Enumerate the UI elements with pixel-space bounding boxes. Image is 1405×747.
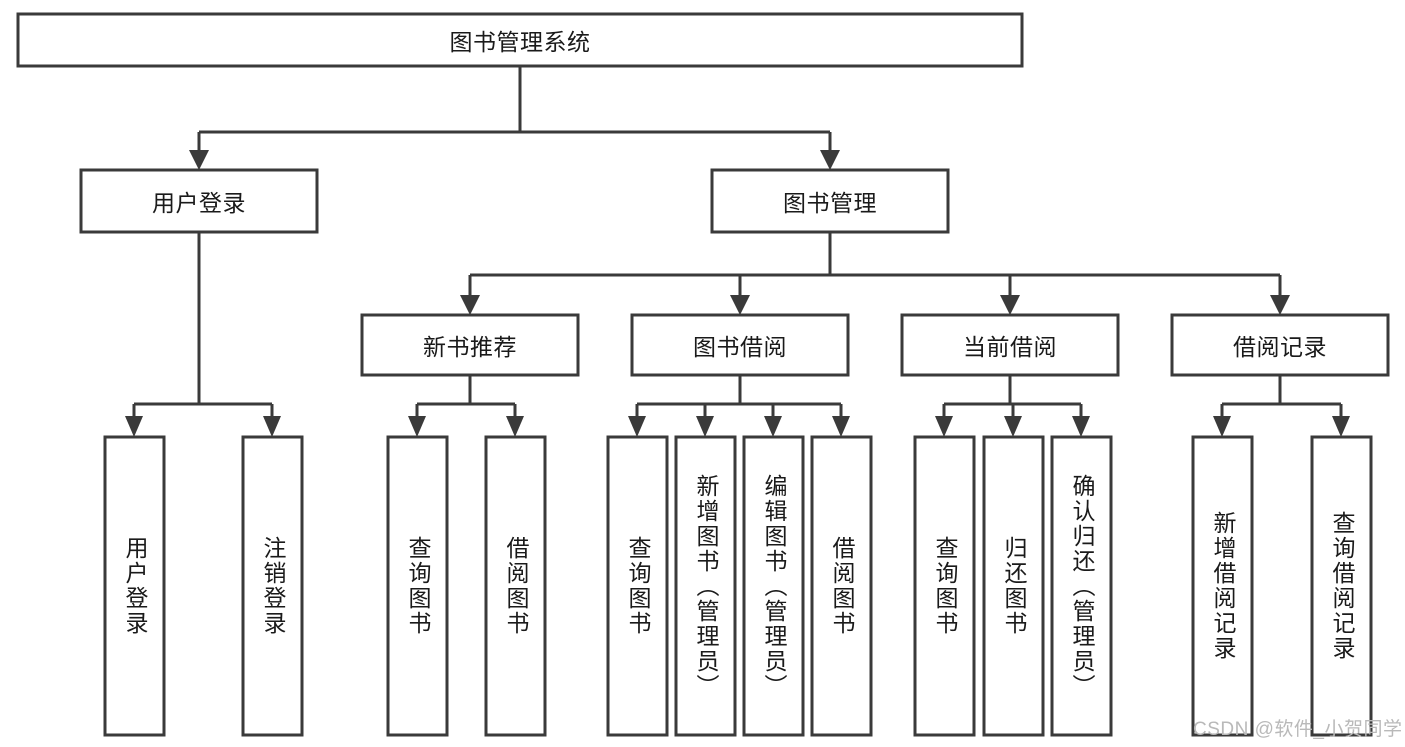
arrow-new-book-rec: [460, 295, 480, 315]
node-leaf-add-book[interactable]: [674, 435, 737, 737]
watermark-text: CSDN @软件_小贺同学: [1193, 719, 1403, 740]
arrow-leaf-add-book: [696, 416, 714, 437]
arrow-book-borrow: [730, 295, 750, 315]
node-book-manage[interactable]: [710, 168, 950, 234]
arrow-leaf-return-book: [1004, 416, 1022, 437]
node-leaf-query-book-cur[interactable]: [913, 435, 976, 737]
node-borrow-record[interactable]: [1170, 313, 1390, 377]
node-leaf-borrow-book[interactable]: [810, 435, 873, 737]
connector-layer: [125, 66, 1350, 437]
arrow-leaf-user-login: [125, 416, 143, 437]
node-leaf-query-record[interactable]: [1310, 435, 1373, 737]
node-leaf-add-record[interactable]: [1191, 435, 1254, 737]
node-leaf-edit-book[interactable]: [742, 435, 805, 737]
node-leaf-confirm-return[interactable]: [1050, 435, 1113, 737]
node-leaf-logout[interactable]: [241, 435, 304, 737]
node-layer: [16, 12, 1390, 737]
arrow-leaf-query-book-cur: [935, 416, 953, 437]
node-user-login[interactable]: [79, 168, 319, 234]
arrow-leaf-query-book-rec: [408, 416, 426, 437]
node-leaf-user-login[interactable]: [103, 435, 166, 737]
node-book-borrow[interactable]: [630, 313, 850, 377]
node-current-borrow[interactable]: [900, 313, 1120, 377]
node-leaf-borrow-book-rec[interactable]: [484, 435, 547, 737]
arrow-book-manage: [820, 150, 840, 170]
arrow-current-borrow: [1000, 295, 1020, 315]
node-leaf-query-book-borrow[interactable]: [606, 435, 669, 737]
arrow-leaf-query-book-borrow: [628, 416, 646, 437]
arrow-leaf-borrow-book: [832, 416, 850, 437]
arrow-leaf-query-record: [1332, 416, 1350, 437]
node-new-book-rec[interactable]: [360, 313, 580, 377]
arrow-leaf-borrow-book-rec: [506, 416, 524, 437]
node-leaf-return-book[interactable]: [982, 435, 1045, 737]
arrow-leaf-add-record: [1213, 416, 1231, 437]
arrow-leaf-logout: [263, 416, 281, 437]
node-root[interactable]: [16, 12, 1024, 68]
arrow-borrow-record: [1270, 295, 1290, 315]
node-leaf-query-book-rec[interactable]: [386, 435, 449, 737]
arrow-leaf-edit-book: [764, 416, 782, 437]
arrow-leaf-confirm-return: [1072, 416, 1090, 437]
arrow-user-login: [189, 150, 209, 170]
